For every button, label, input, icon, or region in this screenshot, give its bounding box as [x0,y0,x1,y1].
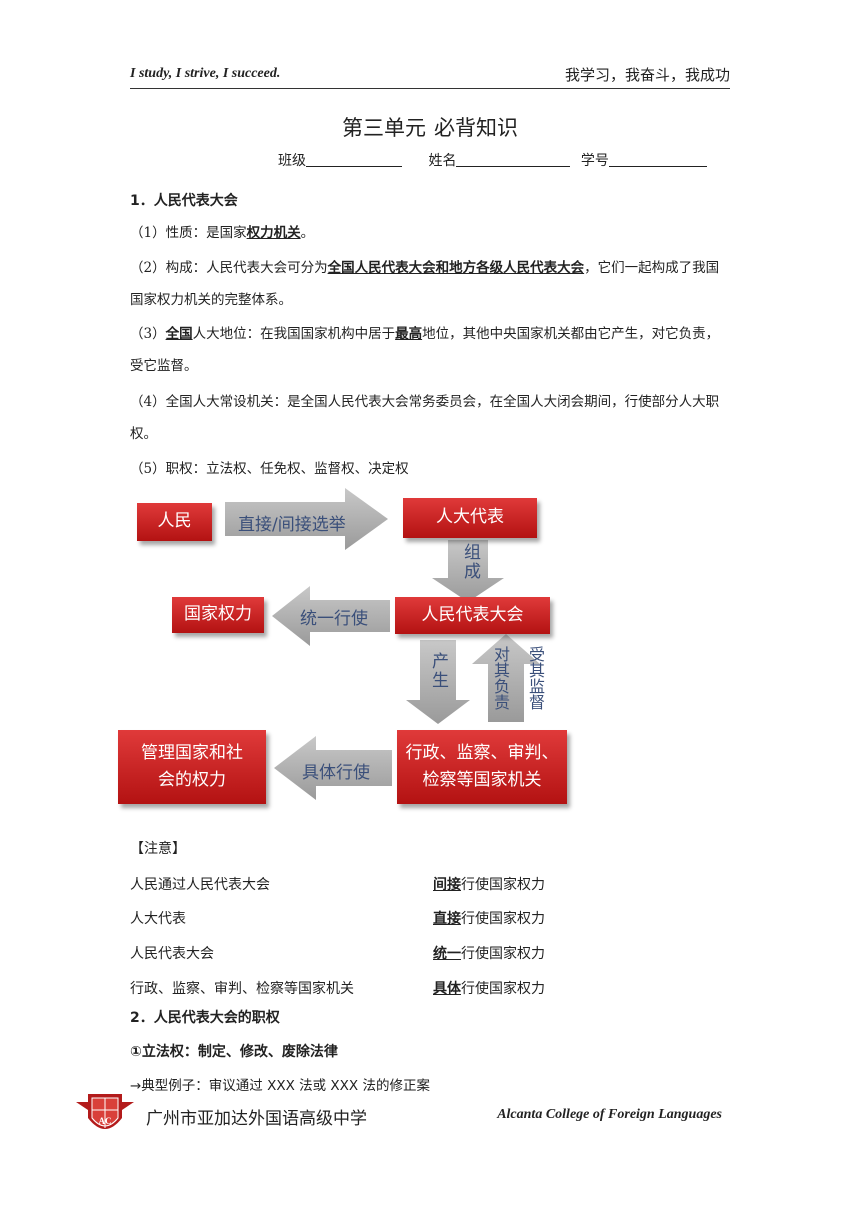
note-row-2-left: 人大代表 [130,911,186,927]
label-unified: 统一行使 [300,609,368,629]
id-blank[interactable] [608,151,707,167]
p3-key1: 全国 [165,326,193,342]
note-row-1-key: 间接 [433,877,461,893]
notes-heading: 【注意】 [130,841,186,857]
note-row-3-right: 统一行使国家权力 [433,943,545,963]
p3-key2: 最高 [395,326,423,342]
header-motto-en: I study, I strive, I succeed. [130,66,281,81]
id-label: 学号 [580,153,609,169]
produce-arrow [406,640,470,724]
section2-example: →典型例子：审议通过 XXX 法或 XXX 法的修正案 [130,1078,430,1094]
note-row-1-left: 人民通过人民代表大会 [130,877,270,893]
footer-school-name: 广州市亚加达外国语高级中学 [146,1109,367,1129]
box-manage: 管理国家和社会的权力 [118,730,266,804]
label-specific: 具体行使 [302,763,370,783]
section1-p2: （2）构成：人民代表大会可分为全国人民代表大会和地方各级人民代表大会，它们一起构… [130,252,730,316]
page-title: 第三单元必背知识 [0,112,860,142]
label-produce: 产生 [428,652,448,690]
label-compose: 组成 [460,543,480,581]
p2-text: （2）构成：人民代表大会可分为 [130,260,328,276]
header-motto-cn: 我学习，我奋斗，我成功 [564,66,730,84]
note-row-4-key: 具体 [433,981,461,997]
section1-p1: （1）性质：是国家权力机关。 [130,217,730,249]
p1-key: 权力机关 [246,225,301,241]
note-row-1-right: 间接行使国家权力 [433,874,545,894]
note-row-1-rest: 行使国家权力 [461,877,545,893]
section2-heading: 2．人民代表大会的职权 [130,1010,280,1026]
unified-arrow [272,586,390,646]
p2-key: 全国人民代表大会和地方各级人民代表大会 [327,260,585,276]
note-row-3-left: 人民代表大会 [130,946,214,962]
note-row-2-key: 直接 [433,911,461,927]
school-logo-icon: AC [76,1094,134,1129]
diagram-arrows [225,488,540,800]
section1-p5: （5）职权：立法权、任免权、监督权、决定权 [130,461,409,477]
box-congress: 人民代表大会 [395,597,550,634]
class-label: 班级 [278,153,306,169]
student-info-row: 班级 姓名 学号 [278,150,707,170]
name-blank[interactable] [456,151,571,167]
footer-school-english: Alcanta College of Foreign Languages [497,1107,722,1122]
box-deputies: 人大代表 [403,498,537,538]
logo-lettering: AC [99,1116,112,1126]
label-elect: 直接/间接选举 [238,515,346,535]
name-label: 姓名 [428,153,457,169]
p3-text: （3） [130,326,166,342]
title-main: 第三单元 [342,116,426,140]
p2-end: ，它们一起构成了我国国家权力机关的完整体系。 [130,260,720,308]
note-row-2-rest: 行使国家权力 [461,911,545,927]
title-sub: 必背知识 [434,116,518,140]
p3-end: 地位，其他中央国家机关都由它产生，对它负责，受它监督。 [130,326,720,374]
box-state-power: 国家权力 [172,597,264,633]
note-row-3-key: 统一 [433,946,461,962]
class-blank[interactable] [306,151,402,167]
p1-text: （1）性质：是国家 [130,225,247,241]
note-row-2-right: 直接行使国家权力 [433,908,545,928]
section1-heading: 1．人民代表大会 [130,193,238,209]
note-row-4-left: 行政、监察、审判、检察等国家机关 [130,981,354,997]
box-organs: 行政、监察、审判、检察等国家机关 [397,730,567,804]
header-rule [130,88,730,89]
p1-end: 。 [300,225,315,241]
section1-p3: （3）全国人大地位：在我国国家机构中居于最高地位，其他中央国家机关都由它产生，对… [130,318,730,382]
section2-item1: ①立法权：制定、修改、废除法律 [130,1044,338,1060]
elect-arrow [225,488,388,550]
label-supervised: 受其监督 [526,646,545,710]
box-people: 人民 [137,503,212,541]
note-row-4-right: 具体行使国家权力 [433,978,545,998]
specific-arrow [274,736,392,800]
section1-p4: （4）全国人大常设机关：是全国人民代表大会常务委员会，在全国人大闭会期间，行使部… [130,394,720,442]
note-row-3-rest: 行使国家权力 [461,946,545,962]
label-responsible: 对其负责 [491,646,510,710]
note-row-4-rest: 行使国家权力 [461,981,545,997]
supervised-arrow [472,634,540,722]
p3-mid: 人大地位：在我国国家机构中居于 [192,326,396,342]
compose-arrow [432,540,504,602]
